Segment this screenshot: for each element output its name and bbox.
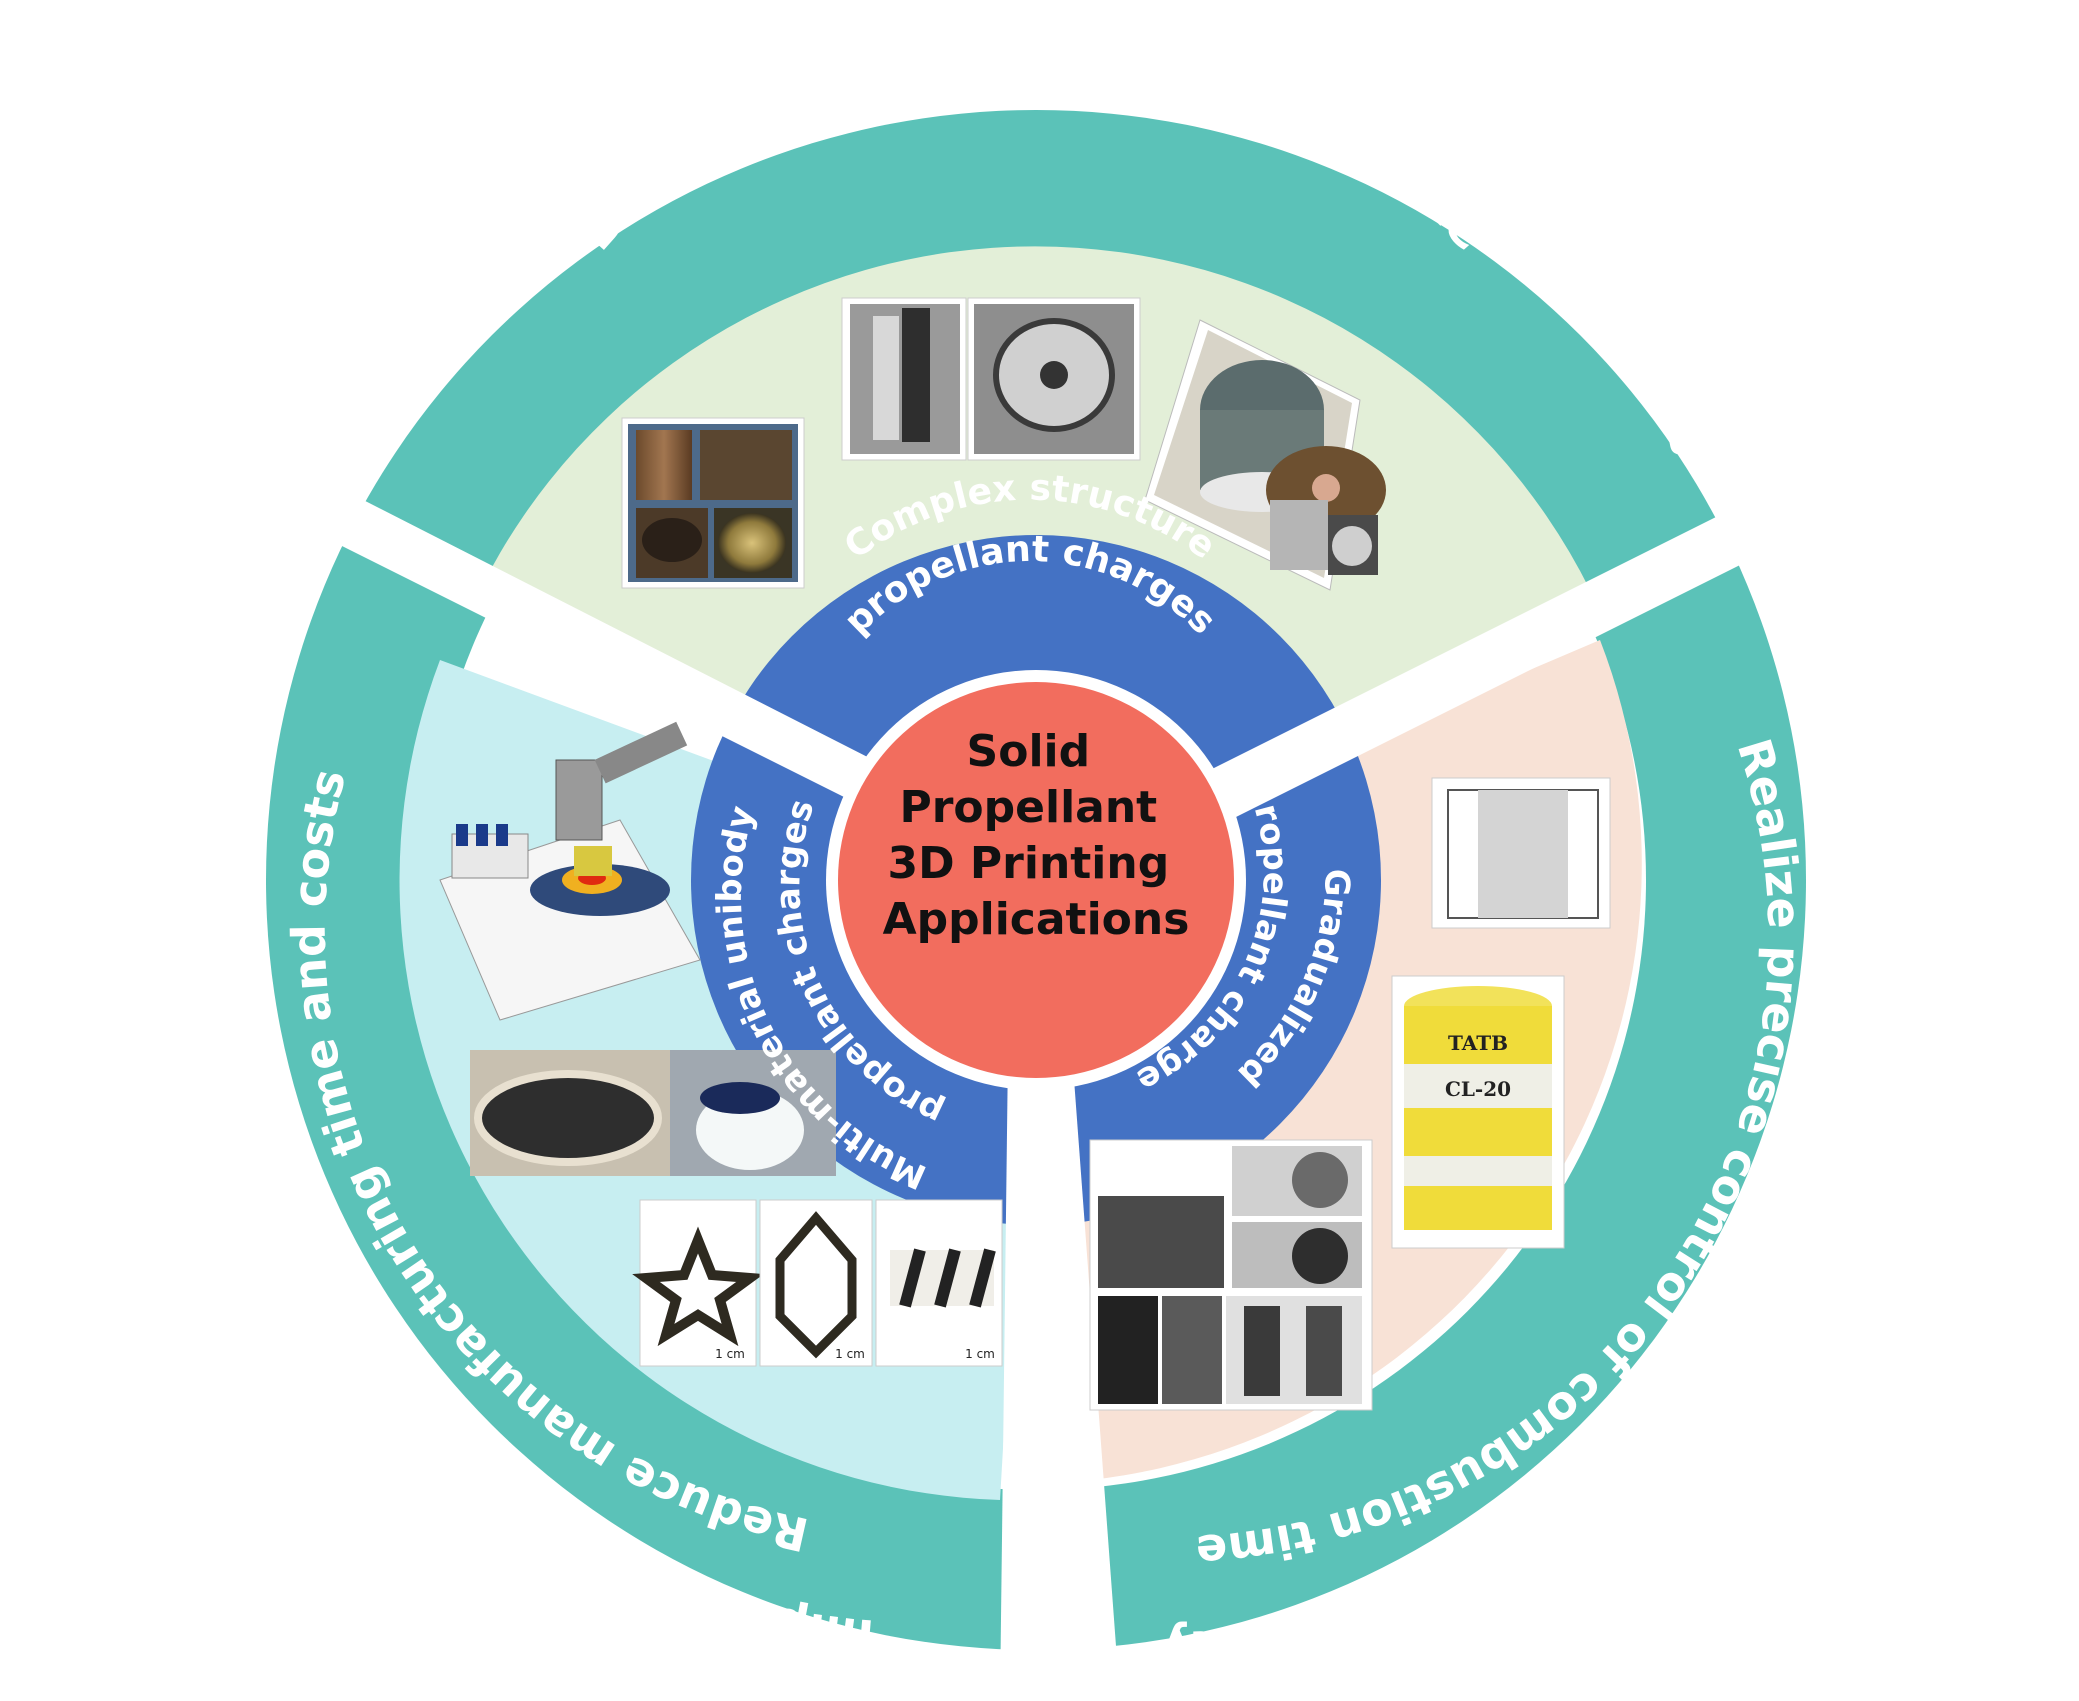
separator-left-top: [250, 455, 1050, 880]
grid-grain-montage-photo: [1089, 1139, 1373, 1411]
cl20-label: CL-20: [1445, 1077, 1511, 1101]
multi-material-disk-photo: [470, 1050, 836, 1176]
top-panel-photos: [621, 297, 1386, 591]
center-line-1: Solid: [967, 726, 1091, 777]
center-title: Solid Propellant 3D Printing Application…: [883, 726, 1190, 945]
robot-printer-illustration: [439, 721, 701, 1021]
center-line-2: Propellant: [899, 782, 1157, 833]
separators: [250, 455, 1830, 1700]
center-circle: [838, 682, 1234, 1078]
hexagon-grain-photo: 1 cm: [759, 1199, 873, 1367]
brown-grain-photo: [621, 417, 805, 589]
star-grain-photo: 1 cm: [632, 1199, 764, 1367]
left-panel-photos: 1 cm 1 cm 1 cm: [439, 721, 1003, 1367]
cylinder-grain-photo: [841, 297, 967, 461]
perforated-disk-photo: [967, 297, 1141, 461]
separator-right-top: [1030, 475, 1830, 905]
center-line-4: Applications: [883, 894, 1190, 945]
scale-label-1: 1 cm: [715, 1347, 745, 1361]
scale-label-2: 1 cm: [835, 1347, 865, 1361]
right-panel-photos: TATB CL-20: [1089, 777, 1611, 1411]
tatb-label: TATB: [1448, 1031, 1508, 1055]
tatb-cl20-cylinder-photo: TATB CL-20: [1391, 975, 1565, 1249]
spiral-grain-photo: 1 cm: [875, 1199, 1003, 1367]
separator-bottom: [1000, 890, 1120, 1700]
lattice-grain-photo: [1431, 777, 1611, 929]
scale-label-3: 1 cm: [965, 1347, 995, 1361]
printed-grains-photo: [1144, 319, 1386, 591]
center-line-3: 3D Printing: [887, 838, 1169, 889]
